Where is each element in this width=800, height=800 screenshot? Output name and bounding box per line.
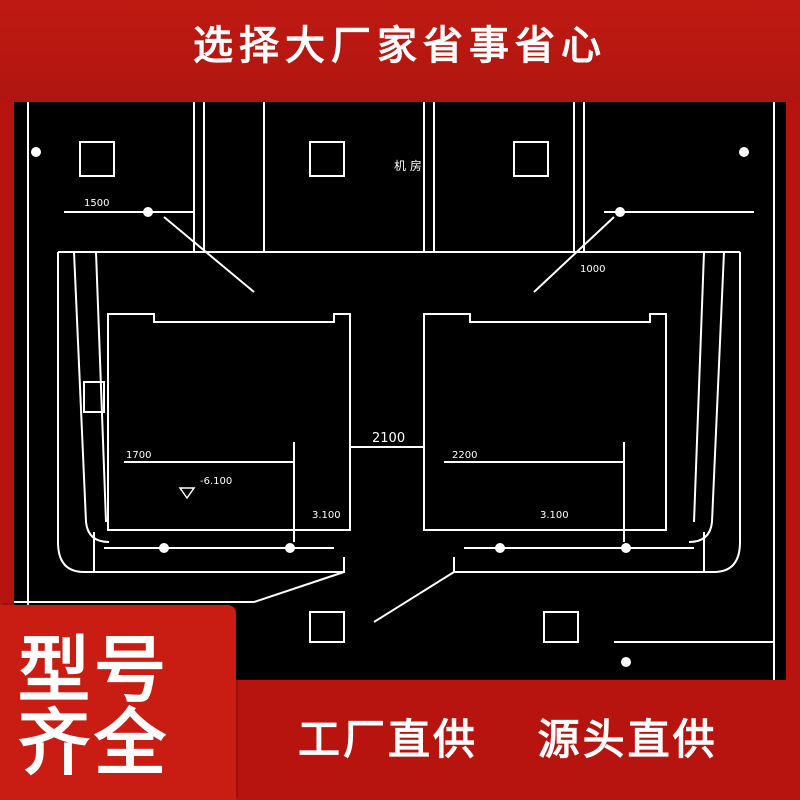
elevation-triangle — [178, 487, 196, 500]
fixture-4 — [621, 543, 631, 553]
dim-1000-label: 1000 — [580, 264, 605, 275]
fixture-1 — [159, 543, 169, 553]
wall-left-inner — [95, 251, 107, 523]
elevation-mark-right-label: 3.100 — [540, 510, 569, 521]
pit-right — [423, 313, 667, 531]
dim-2200-label: 2200 — [452, 450, 477, 461]
wall-right-inner — [693, 251, 705, 523]
slogan-source-direct: 源头直供 — [537, 715, 718, 764]
wall-right — [688, 251, 725, 543]
tank-outline-right — [664, 252, 741, 573]
room-label: 机 房 — [394, 158, 422, 173]
dim-1500-label: 1500 — [84, 198, 109, 209]
elevation-mark-left-label: 3.100 — [312, 510, 341, 521]
badge-line-2: 齐全 — [18, 701, 171, 785]
cad-drawing: 2100 1700 2200 -6.100 3.100 3.100 机 房 10… — [14, 102, 786, 680]
elevation-left-label: -6.100 — [200, 476, 232, 487]
fixture-6 — [739, 147, 749, 157]
top-banner — [0, 0, 800, 102]
base-left — [93, 532, 345, 573]
banner-title: 选择大厂家省事省心 — [193, 23, 607, 69]
base-right — [453, 532, 705, 573]
fixture-3 — [495, 543, 505, 553]
fixture-8 — [615, 207, 625, 217]
pit-left — [107, 313, 351, 531]
cad-drawing-svg: 2100 1700 2200 -6.100 3.100 3.100 机 房 10… — [14, 102, 775, 680]
fixture-9 — [621, 657, 631, 667]
slogan-factory-direct: 工厂直供 — [298, 715, 479, 764]
badge-line-1: 型号 — [18, 628, 171, 712]
dim-1700-label: 1700 — [126, 450, 151, 461]
wall-left — [73, 251, 110, 543]
fixture-5 — [31, 147, 41, 157]
fixture-2 — [285, 543, 295, 553]
slogan: 工厂直供 源头直供 — [250, 710, 790, 770]
fixture-7 — [143, 207, 153, 217]
spec-badge — [0, 605, 236, 800]
tank-outline-left — [57, 252, 134, 573]
dimension-center-label: 2100 — [372, 431, 405, 446]
